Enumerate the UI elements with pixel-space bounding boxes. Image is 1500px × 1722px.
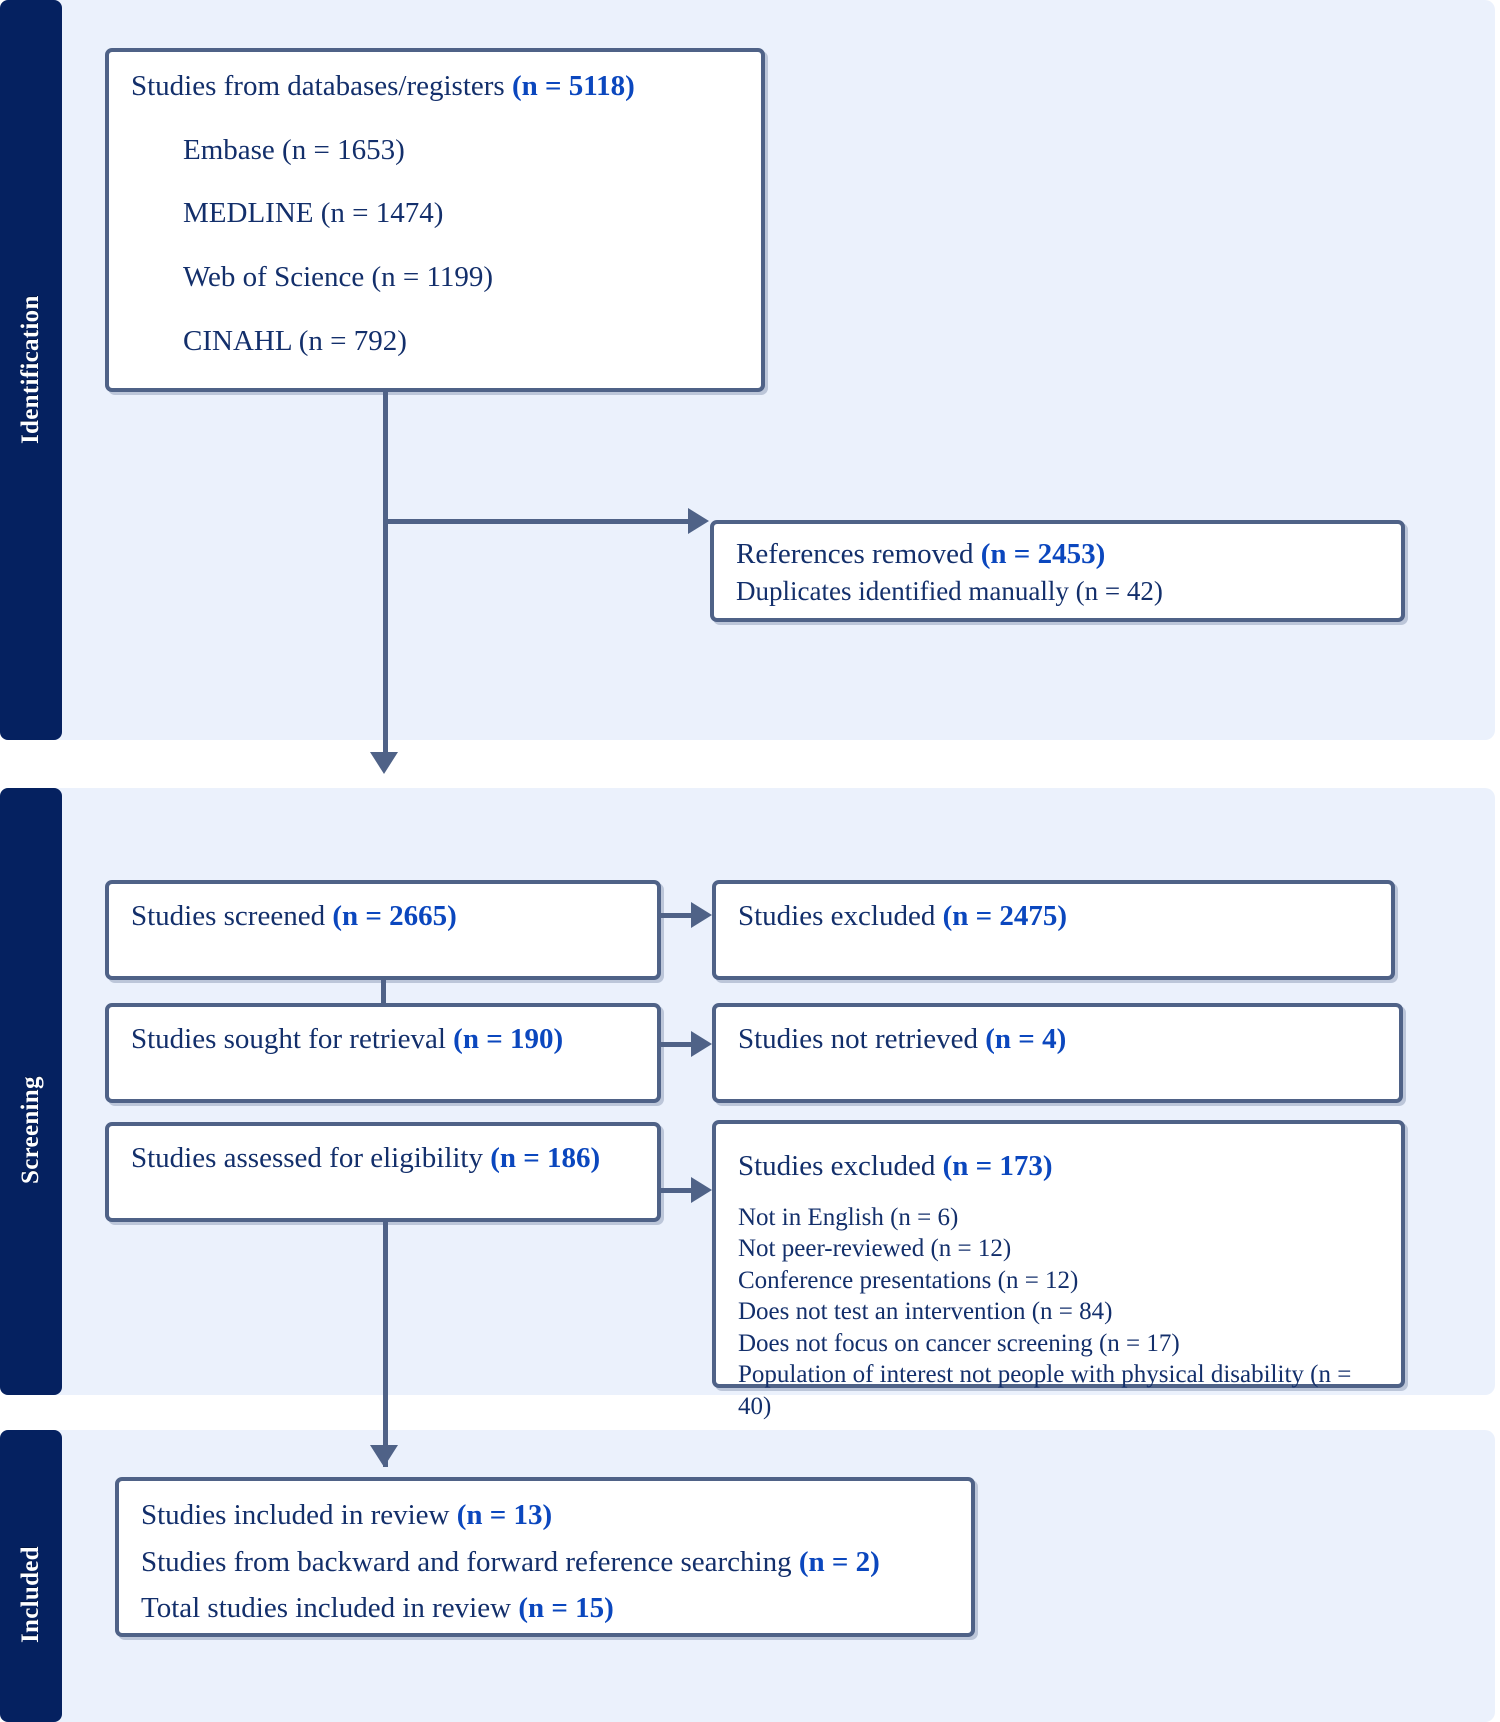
- studies-sought-count: (n = 190): [453, 1023, 564, 1055]
- studies-assessed-count: (n = 186): [490, 1142, 601, 1174]
- sources-item-wos: Web of Science (n = 1199): [183, 261, 494, 294]
- connector-sought-to-not-retrieved: [661, 1042, 691, 1047]
- sources-title-text: Studies from databases/registers: [131, 70, 512, 102]
- node-references-removed: References removed (n = 2453) Duplicates…: [710, 520, 1405, 622]
- node-studies-included: Studies included in review (n = 13) Stud…: [115, 1477, 975, 1637]
- node-studies-screened: Studies screened (n = 2665): [105, 880, 661, 980]
- studies-excluded-eligibility-title: Studies excluded (n = 173): [738, 1148, 1379, 1186]
- included-line3: Total studies included in review (n = 15…: [141, 1590, 949, 1628]
- arrowhead-sources-to-screened: [370, 752, 398, 774]
- connector-assessed-to-included: [383, 1222, 388, 1467]
- studies-not-retrieved-text: Studies not retrieved: [738, 1023, 986, 1055]
- arrowhead-sources-to-references-removed: [688, 508, 709, 534]
- studies-sought-text: Studies sought for retrieval: [131, 1023, 454, 1055]
- arrowhead-screened-to-excluded: [691, 902, 712, 928]
- sources-item-embase: Embase (n = 1653): [183, 133, 405, 166]
- included-line3-count: (n = 15): [518, 1592, 614, 1625]
- included-line1-text: Studies included in review: [141, 1499, 457, 1531]
- studies-assessed-text: Studies assessed for eligibility: [131, 1142, 491, 1174]
- stage-label-screening: Screening: [17, 1076, 44, 1184]
- studies-excluded-screening-count: (n = 2475): [942, 900, 1068, 932]
- exclusion-reason-conference: Conference presentations (n = 12): [738, 1266, 1079, 1294]
- connector-screened-to-excluded: [661, 913, 691, 918]
- references-removed-count: (n = 2453): [980, 538, 1106, 570]
- included-line1-count: (n = 13): [456, 1499, 553, 1531]
- node-studies-excluded-eligibility: Studies excluded (n = 173) Not in Englis…: [712, 1120, 1405, 1420]
- exclusion-reason-no-intervention: Does not test an intervention (n = 84): [738, 1298, 1113, 1326]
- studies-excluded-screening-line: Studies excluded (n = 2475): [738, 898, 1369, 936]
- references-removed-line2: Duplicates identified manually (n = 42): [736, 575, 1163, 606]
- studies-excluded-eligibility-count: (n = 173): [942, 1150, 1053, 1182]
- node-studies-from-databases: Studies from databases/registers (n = 51…: [105, 48, 765, 392]
- studies-assessed-line: Studies assessed for eligibility (n = 18…: [131, 1140, 635, 1178]
- included-line2-count: (n = 2): [798, 1545, 880, 1578]
- sources-item-cinahl: CINAHL (n = 792): [183, 324, 407, 357]
- exclusion-reason-population: Population of interest not people with p…: [738, 1361, 1352, 1420]
- included-line1: Studies included in review (n = 13): [141, 1497, 949, 1535]
- node-studies-not-retrieved: Studies not retrieved (n = 4): [712, 1003, 1403, 1103]
- connector-sources-to-screened: [383, 392, 388, 752]
- stage-rail-included: [0, 1430, 62, 1722]
- studies-sought-line: Studies sought for retrieval (n = 190): [131, 1021, 635, 1059]
- node-studies-sought-for-retrieval: Studies sought for retrieval (n = 190): [105, 1003, 661, 1103]
- node-studies-excluded-screening: Studies excluded (n = 2475): [712, 880, 1395, 980]
- studies-screened-count: (n = 2665): [332, 900, 457, 932]
- included-line3-text: Total studies included in review: [141, 1592, 519, 1625]
- connector-sources-to-references-removed: [383, 519, 688, 524]
- arrowhead-sought-to-not-retrieved: [691, 1031, 712, 1057]
- stage-rail-screening: [0, 788, 62, 1395]
- sources-item-medline: MEDLINE (n = 1474): [183, 197, 444, 230]
- studies-excluded-eligibility-text: Studies excluded: [738, 1150, 943, 1182]
- exclusion-reason-not-cancer-screen: Does not focus on cancer screening (n = …: [738, 1329, 1180, 1357]
- arrowhead-assessed-to-included: [370, 1445, 398, 1467]
- studies-screened-line: Studies screened (n = 2665): [131, 898, 635, 936]
- stage-label-included: Included: [17, 1546, 44, 1644]
- sources-title-count: (n = 5118): [511, 70, 635, 102]
- stage-rail-identification: [0, 0, 62, 740]
- arrowhead-assessed-to-excluded-detail: [691, 1177, 712, 1203]
- studies-not-retrieved-count: (n = 4): [985, 1023, 1067, 1055]
- references-removed-line1: References removed (n = 2453): [736, 536, 1379, 574]
- studies-not-retrieved-line: Studies not retrieved (n = 4): [738, 1021, 1377, 1059]
- node-title-sources: Studies from databases/registers (n = 51…: [131, 68, 739, 106]
- exclusion-reason-not-peer-reviewed: Not peer-reviewed (n = 12): [738, 1235, 1012, 1263]
- references-removed-text: References removed: [736, 538, 981, 570]
- studies-screened-text: Studies screened: [131, 900, 333, 932]
- node-studies-assessed-for-eligibility: Studies assessed for eligibility (n = 18…: [105, 1122, 661, 1222]
- exclusion-reason-not-english: Not in English (n = 6): [738, 1203, 959, 1231]
- connector-assessed-to-excluded-detail: [661, 1188, 691, 1193]
- included-line2-text: Studies from backward and forward refere…: [141, 1545, 799, 1578]
- studies-excluded-screening-text: Studies excluded: [738, 900, 943, 932]
- stage-label-identification: Identification: [17, 295, 44, 445]
- included-line2: Studies from backward and forward refere…: [141, 1544, 949, 1582]
